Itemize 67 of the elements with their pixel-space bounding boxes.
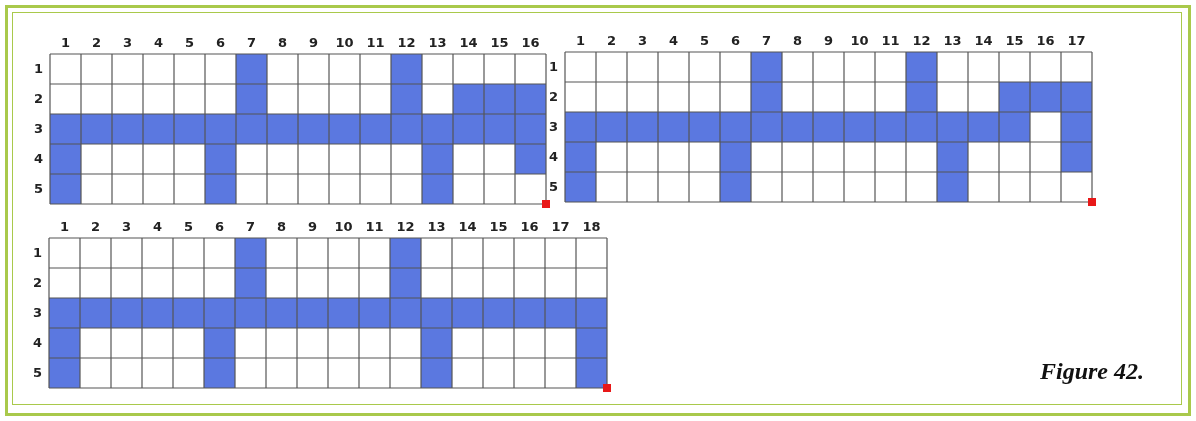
column-number: 4	[669, 34, 678, 48]
column-number: 12	[912, 34, 931, 48]
column-number: 2	[607, 34, 616, 48]
row-number: 4	[33, 336, 43, 350]
row-number: 3	[549, 120, 559, 134]
row-number: 5	[33, 366, 43, 380]
column-number: 12	[396, 220, 415, 234]
column-number: 11	[365, 220, 384, 234]
column-number: 13	[428, 36, 447, 50]
column-number: 17	[551, 220, 570, 234]
row-number: 2	[33, 276, 43, 290]
column-number: 9	[308, 220, 317, 234]
column-number: 5	[185, 36, 194, 50]
column-number: 2	[91, 220, 100, 234]
row-number: 5	[549, 180, 559, 194]
column-number: 15	[490, 36, 509, 50]
column-number: 14	[459, 36, 478, 50]
column-number: 18	[582, 220, 601, 234]
column-number: 16	[1036, 34, 1055, 48]
column-number: 17	[1067, 34, 1086, 48]
row-number: 1	[34, 62, 44, 76]
column-number: 13	[427, 220, 446, 234]
column-number: 4	[154, 36, 163, 50]
row-number: 2	[549, 90, 559, 104]
column-number: 6	[731, 34, 740, 48]
column-number: 13	[943, 34, 962, 48]
column-number: 2	[92, 36, 101, 50]
column-number: 1	[576, 34, 585, 48]
row-number: 2	[34, 92, 44, 106]
column-number: 16	[521, 36, 540, 50]
row-number: 1	[33, 246, 43, 260]
row-number: 5	[34, 182, 44, 196]
column-number: 11	[881, 34, 900, 48]
column-number: 10	[850, 34, 869, 48]
column-number: 6	[216, 36, 225, 50]
column-number: 4	[153, 220, 162, 234]
column-number: 10	[335, 36, 354, 50]
column-number: 8	[278, 36, 287, 50]
row-number: 4	[549, 150, 559, 164]
column-number: 5	[184, 220, 193, 234]
row-number: 1	[549, 60, 559, 74]
column-number: 7	[247, 36, 256, 50]
figure-caption: Figure 42.	[1040, 358, 1144, 385]
column-number: 3	[638, 34, 647, 48]
column-number: 7	[762, 34, 771, 48]
column-number: 1	[61, 36, 70, 50]
column-number: 1	[60, 220, 69, 234]
column-number: 8	[793, 34, 802, 48]
column-number: 10	[334, 220, 353, 234]
column-number: 7	[246, 220, 255, 234]
column-number: 12	[397, 36, 416, 50]
column-number: 5	[700, 34, 709, 48]
column-number: 11	[366, 36, 385, 50]
column-number: 15	[489, 220, 508, 234]
row-number: 3	[34, 122, 44, 136]
column-number: 9	[309, 36, 318, 50]
column-number: 8	[277, 220, 286, 234]
row-number: 4	[34, 152, 44, 166]
column-number: 6	[215, 220, 224, 234]
column-number: 15	[1005, 34, 1024, 48]
column-number: 3	[122, 220, 131, 234]
column-number: 3	[123, 36, 132, 50]
row-number: 3	[33, 306, 43, 320]
column-number: 14	[974, 34, 993, 48]
column-number: 9	[824, 34, 833, 48]
column-number: 14	[458, 220, 477, 234]
column-number: 16	[520, 220, 539, 234]
